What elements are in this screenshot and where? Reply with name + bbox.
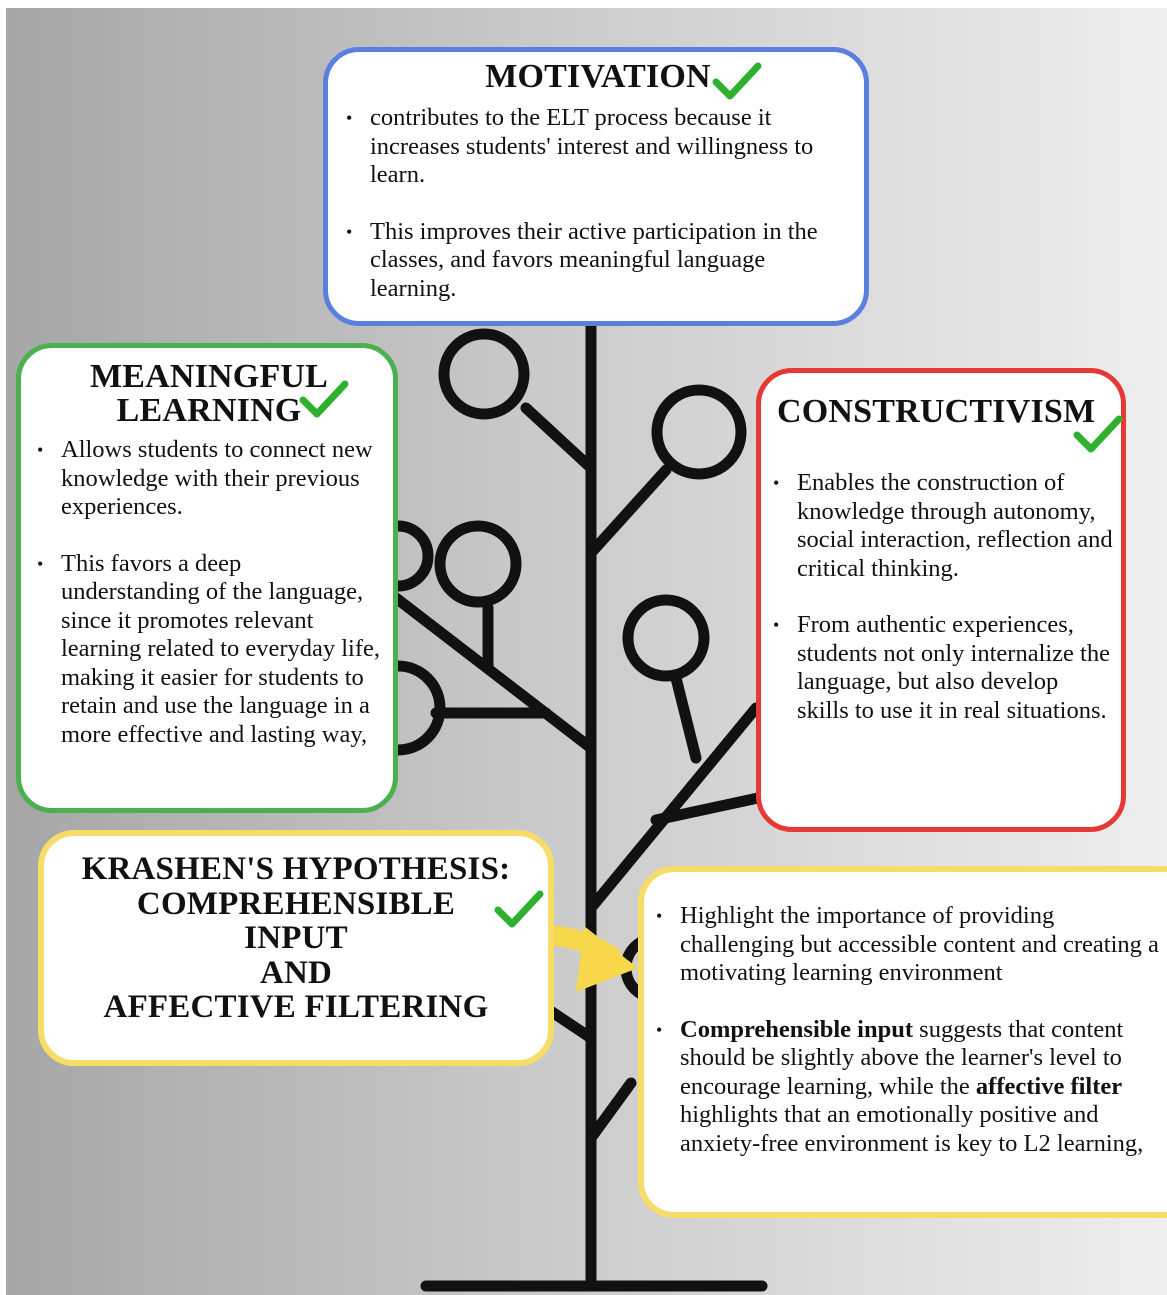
motivation-bullet-2: This improves their active participation… bbox=[344, 218, 852, 304]
highlights-bullet-1: Highlight the importance of providing ch… bbox=[654, 902, 1162, 988]
constructivism-bullet-2: From authentic experiences, students not… bbox=[771, 611, 1113, 725]
term-comprehensible-input: Comprehensible input bbox=[680, 1015, 914, 1043]
highlights-bullet-2: Comprehensible input suggests that conte… bbox=[654, 1016, 1162, 1159]
constructivism-card: CONSTRUCTIVISM Enables the construction … bbox=[756, 368, 1126, 832]
krashen-highlights-card: Highlight the importance of providing ch… bbox=[638, 866, 1167, 1218]
meaningful-learning-bullet-1: Allows students to connect new knowledge… bbox=[35, 436, 383, 522]
krashen-title: KRASHEN'S HYPOTHESIS: COMPREHENSIBLE INP… bbox=[81, 851, 511, 1025]
meaningful-learning-title: MEANINGFUL LEARNING bbox=[89, 358, 329, 429]
constructivism-title: CONSTRUCTIVISM bbox=[777, 393, 1096, 430]
poster-background: MOTIVATION contributes to the ELT proces… bbox=[6, 8, 1167, 1295]
motivation-card: MOTIVATION contributes to the ELT proces… bbox=[323, 47, 869, 326]
check-icon bbox=[1073, 415, 1123, 453]
check-icon bbox=[299, 380, 349, 418]
motivation-title: MOTIVATION bbox=[485, 58, 711, 95]
check-icon bbox=[712, 62, 762, 100]
meaningful-learning-bullet-2: This favors a deep understanding of the … bbox=[35, 550, 383, 750]
constructivism-bullet-1: Enables the construction of knowledge th… bbox=[771, 469, 1113, 583]
motivation-bullet-1: contributes to the ELT process because i… bbox=[344, 104, 852, 190]
term-affective-filter: affective filter bbox=[975, 1072, 1123, 1100]
meaningful-learning-card: MEANINGFUL LEARNING Allows students to c… bbox=[16, 343, 398, 813]
krashen-hypothesis-card: KRASHEN'S HYPOTHESIS: COMPREHENSIBLE INP… bbox=[38, 830, 554, 1066]
check-icon bbox=[494, 890, 544, 928]
